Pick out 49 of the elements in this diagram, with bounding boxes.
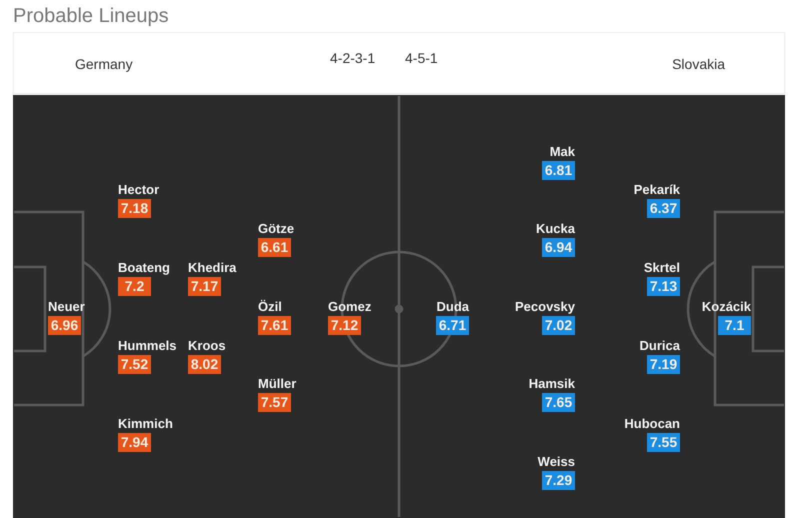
player-name: Duda [436,299,469,314]
player-rating: 6.37 [647,199,680,218]
player-name: Weiss [538,454,575,469]
player-name: Neuer [48,299,85,314]
player-name: Hector [118,182,160,197]
player-rating: 7.29 [542,471,575,490]
player-rating: 7.13 [647,277,680,296]
player-rating: 7.94 [118,433,151,452]
player-name: Boateng [118,260,170,275]
player-name: Kroos [188,338,226,353]
player-rating: 7.02 [542,316,575,335]
player-name: Kimmich [118,416,173,431]
player-rating: 7.57 [258,393,291,412]
player-rating: 7.55 [647,433,680,452]
formation: 4-2-3-1 [330,49,376,67]
player-rating: 7.65 [542,393,575,412]
player-name: Hummels [118,338,177,353]
player-name: Özil [258,299,282,314]
formation: 4-5-1 [405,49,438,67]
team-name: Slovakia [672,55,725,73]
player-rating: 6.71 [436,316,469,335]
player-name: Pecovsky [515,299,575,314]
player-rating: 7.19 [647,355,680,374]
player-name: Kozácik [702,299,751,314]
player-name: Khedira [188,260,236,275]
player-rating: 7.52 [118,355,151,374]
player-name: Pekarík [634,182,680,197]
player-rating: 6.61 [258,238,291,257]
player-rating: 7.1 [718,316,751,335]
player-rating: 7.12 [328,316,361,335]
player-rating: 6.96 [48,316,81,335]
player-name: Hamsik [528,376,575,391]
player-name: Müller [258,376,296,391]
player-rating: 7.17 [188,277,221,296]
player-name: Kucka [536,221,575,236]
player-name: Skrtel [644,260,680,275]
player-name: Gomez [328,299,372,314]
player-rating: 6.81 [542,161,575,180]
player-name: Mak [550,144,575,159]
player-name: Durica [640,338,680,353]
player-rating: 7.2 [118,277,151,296]
player-name: Götze [258,221,294,236]
player-rating: 8.02 [188,355,221,374]
team-name: Germany [75,55,133,73]
player-rating: 6.94 [542,238,575,257]
player-rating: 7.61 [258,316,291,335]
player-name: Hubocan [624,416,680,431]
player-rating: 7.18 [118,199,151,218]
page-title: Probable Lineups [13,4,169,28]
